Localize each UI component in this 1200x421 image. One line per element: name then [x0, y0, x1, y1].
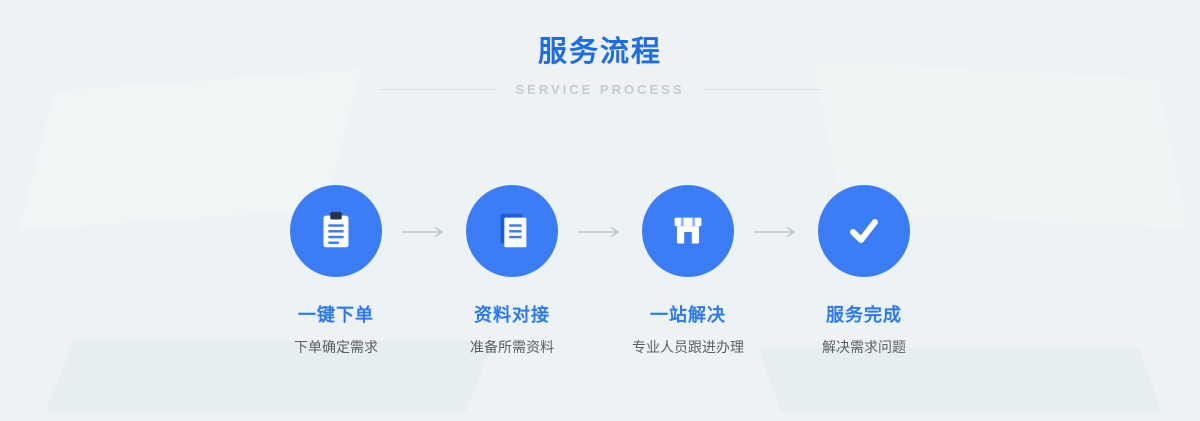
step-solve-circle [642, 185, 734, 277]
step-solve: 一站解决 专业人员跟进办理 [623, 185, 753, 357]
section-header: 服务流程 SERVICE PROCESS [0, 0, 1200, 97]
step-solve-title: 一站解决 [650, 305, 726, 325]
step-complete-desc: 解决需求问题 [822, 339, 906, 355]
arrow-right-icon [753, 226, 799, 238]
step-order-circle [290, 185, 382, 277]
process-steps: 一键下单 下单确定需求 资料对接 准备所需资料 [0, 185, 1200, 357]
subtitle-row: SERVICE PROCESS [0, 82, 1200, 97]
section-subtitle: SERVICE PROCESS [515, 82, 685, 97]
check-icon [850, 219, 878, 243]
clipboard-icon [323, 211, 349, 248]
step-order-title: 一键下单 [298, 305, 374, 325]
divider-line-right [704, 89, 821, 90]
document-icon [500, 213, 527, 248]
arrow-right-icon [577, 226, 623, 238]
step-complete-title: 服务完成 [826, 305, 902, 325]
step-order-desc: 下单确定需求 [294, 339, 378, 355]
step-materials: 资料对接 准备所需资料 [447, 185, 577, 357]
storefront-icon [674, 217, 702, 244]
step-complete: 服务完成 解决需求问题 [799, 185, 929, 357]
step-materials-circle [466, 185, 558, 277]
step-order: 一键下单 下单确定需求 [271, 185, 401, 357]
step-materials-desc: 准备所需资料 [470, 339, 554, 355]
arrow-right-icon [401, 226, 447, 238]
step-materials-title: 资料对接 [474, 305, 550, 325]
step-solve-desc: 专业人员跟进办理 [632, 339, 744, 355]
page-title: 服务流程 [537, 36, 662, 68]
step-complete-circle [818, 185, 910, 277]
divider-line-left [379, 89, 496, 90]
